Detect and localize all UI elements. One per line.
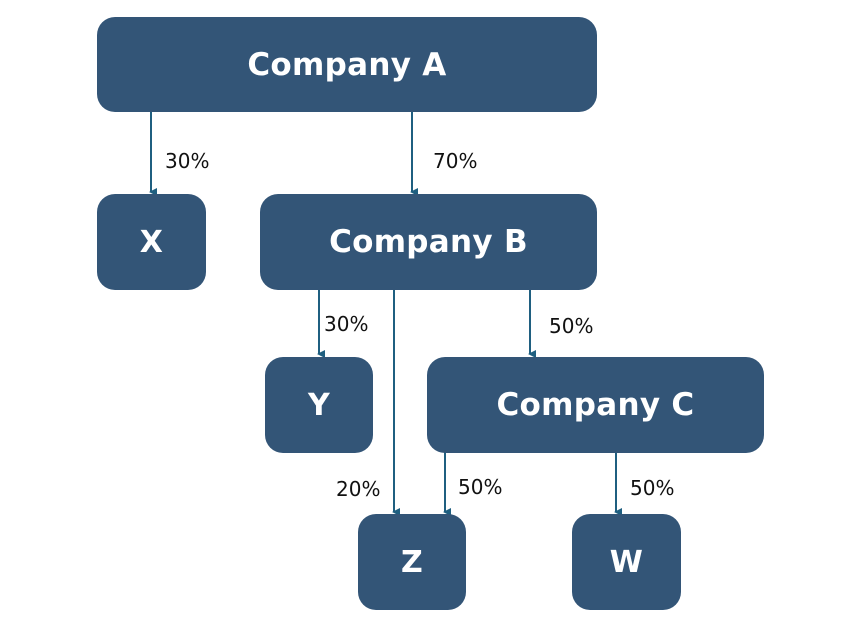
node-company-b: Company B [260,194,597,290]
edge-label-c-z: 50% [458,475,503,499]
node-y: Y [265,357,373,453]
node-z: Z [358,514,466,610]
edge-label-b-z: 20% [336,477,381,501]
node-w: W [572,514,681,610]
node-x: X [97,194,206,290]
node-company-a: Company A [97,17,597,112]
edge-label-b-y: 30% [324,312,369,336]
node-company-c: Company C [427,357,764,453]
edge-label-a-b: 70% [433,149,478,173]
edge-label-c-w: 50% [630,476,675,500]
edge-label-a-x: 30% [165,149,210,173]
edge-label-b-c: 50% [549,314,594,338]
